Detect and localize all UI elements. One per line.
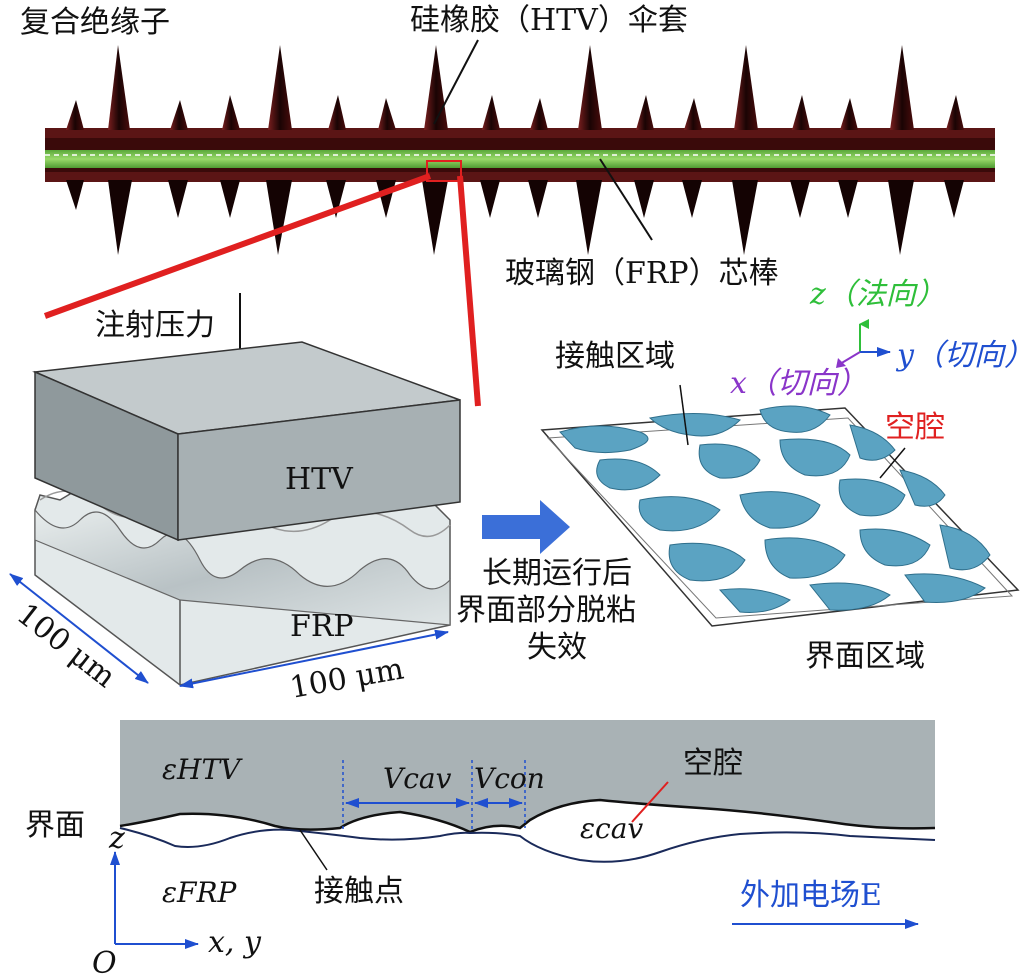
v-cav-label: Vcav [383, 762, 452, 795]
composite-insulator-label: 复合绝缘子 [20, 5, 170, 40]
interface-region [540, 384, 1020, 627]
htv-surface-line [119, 798, 936, 834]
injection-pressure-label: 注射压力 [95, 308, 215, 343]
after-operation-line3: 失效 [527, 630, 587, 665]
axis-x-label: x（切向） [730, 366, 867, 401]
dim-bottom-label: 100 μm [287, 651, 406, 705]
lower-sheds [66, 180, 964, 255]
coord-z-label: z [108, 821, 125, 856]
applied-field-label: 外加电场E [740, 878, 882, 913]
frp-core-label: 玻璃钢（FRP）芯棒 [505, 256, 779, 291]
insulator-illustration [45, 39, 995, 255]
cavity-top-label: 空腔 [885, 410, 945, 445]
htv-layer [120, 720, 935, 832]
zoom-line-right [457, 175, 481, 407]
frp-rod [45, 150, 995, 168]
contact-region-label: 接触区域 [555, 339, 675, 374]
frp-surface-line [119, 827, 936, 863]
frp-block-label: FRP [290, 609, 354, 644]
eps-htv-label: εHTV [162, 753, 243, 786]
contact-point-label: 接触点 [314, 874, 404, 909]
axis-z-label: z（法向） [809, 277, 946, 312]
cavity-bottom-label: 空腔 [683, 746, 743, 781]
upper-sheds [66, 45, 964, 130]
v-con-label: Vcon [474, 762, 545, 795]
origin-label: O [92, 946, 117, 977]
contact-patches [559, 405, 991, 613]
coord-xy-label: x, y [208, 925, 262, 960]
htv-block [32, 341, 461, 542]
htv-block-label: HTV [285, 462, 354, 497]
eps-frp-label: εFRP [162, 876, 238, 909]
cross-section [110, 720, 936, 949]
interface-region-label: 界面区域 [805, 639, 925, 674]
eps-cav-label: εcav [580, 812, 643, 845]
zoom-line-left [43, 173, 432, 319]
zoom-box [426, 160, 462, 182]
axis-y-label: y（切向） [895, 338, 1034, 373]
axis-triad [836, 319, 891, 368]
process-arrow [482, 500, 570, 554]
dimension-lines [9, 573, 449, 689]
after-operation-line2: 界面部分脱粘 [456, 593, 636, 628]
silicone-shed-label: 硅橡胶（HTV）伞套 [410, 3, 688, 38]
interface-label: 界面 [25, 808, 85, 843]
after-operation-line1: 长期运行后 [482, 556, 632, 591]
